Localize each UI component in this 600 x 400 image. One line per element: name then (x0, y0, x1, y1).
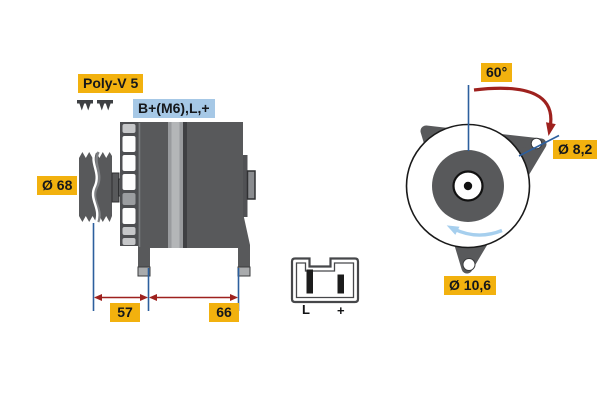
rear-flange (243, 155, 248, 217)
terminal-block (246, 170, 256, 200)
shaft-center-dot (463, 181, 473, 191)
alternator-rear-view (405, 85, 560, 274)
alternator-side-view (76, 100, 256, 311)
connector-inner-outline (295, 262, 355, 299)
front-foot (138, 248, 150, 267)
pulley-side-view (79, 150, 125, 224)
angle-arc-60 (473, 86, 553, 129)
terminal-connector-2pin (290, 257, 360, 304)
poly-v-belt-icon (76, 100, 93, 111)
label-angle-60: 60° (481, 63, 513, 82)
pulley-hub (111, 172, 120, 203)
pulley-break-line (91, 150, 99, 224)
pulley-break-shadow (93, 151, 101, 223)
rear-housing (187, 122, 243, 248)
rear-foot (238, 245, 250, 267)
poly-v-belt-icon (96, 100, 113, 111)
connector-pin-l (306, 269, 313, 294)
mounting-feet (137, 245, 251, 277)
rotation-arrowhead (446, 225, 460, 235)
label-hole-8-2: Ø 8,2 (553, 140, 598, 159)
label-terminals: B+(M6),L,+ (133, 99, 215, 118)
label-hole-10-6: Ø 10,6 (444, 276, 497, 295)
label-belt-type: Poly-V 5 (78, 74, 144, 93)
connector-pin-plus (337, 274, 344, 294)
hole-pointer-line (518, 134, 560, 157)
rear-lug (243, 213, 250, 248)
angle-arc-arrowhead (546, 122, 556, 136)
mounting-hole-bottom (462, 258, 476, 271)
label-pulley-diameter: Ø 68 (37, 176, 78, 195)
connector-outer-outline (290, 257, 360, 304)
rear-foot-cap (237, 266, 251, 277)
front-foot-cap (137, 266, 151, 277)
housing-divider (183, 122, 187, 248)
front-bracket-vents (120, 122, 138, 246)
connector-pin-l-label: L (302, 302, 310, 317)
housing-side (138, 122, 256, 248)
front-housing (138, 122, 168, 248)
label-dim-66: 66 (209, 303, 239, 322)
label-dim-57: 57 (110, 303, 140, 322)
dimension-lines (92, 223, 240, 311)
belt-profile-icons (76, 100, 113, 111)
connector-pin-plus-label: + (337, 303, 345, 318)
